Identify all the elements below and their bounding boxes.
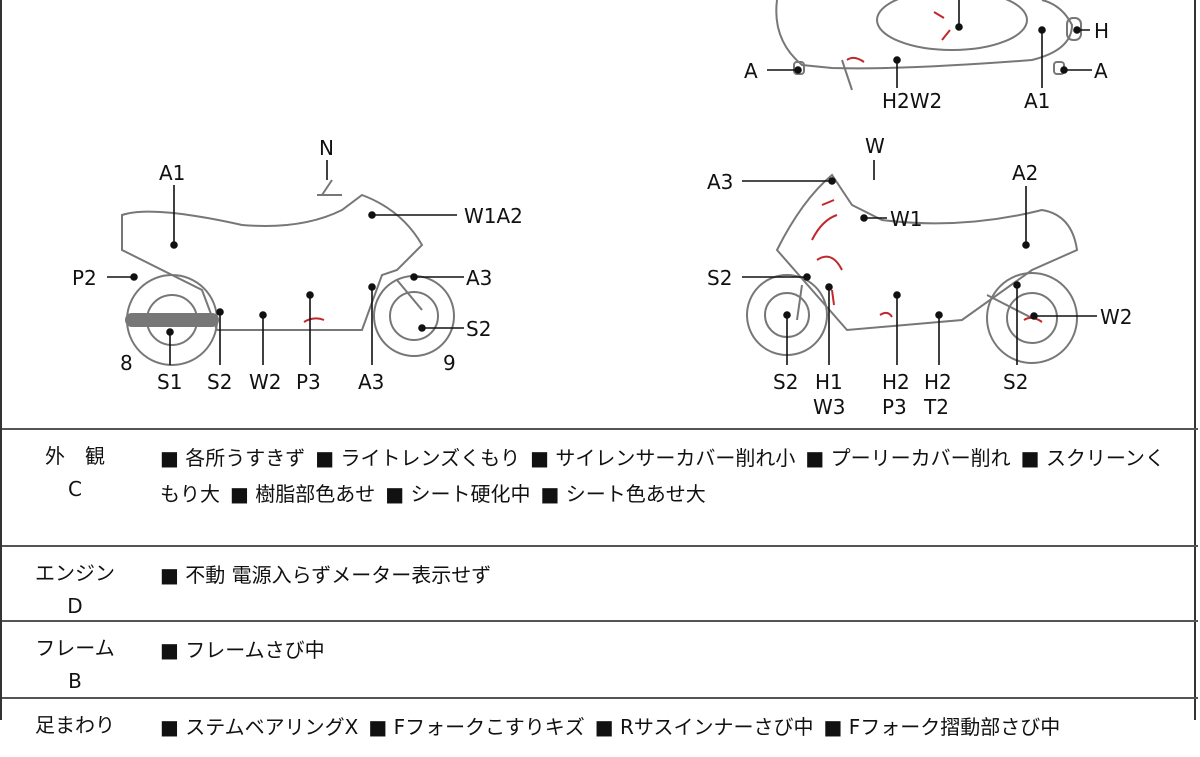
label-right-p3: P3 bbox=[882, 395, 907, 419]
label-left-a1: A1 bbox=[159, 161, 185, 185]
row-suspension: 足まわり ステムベアリングX Fフォークこすりキズ Rサスインナーさび中 Fフォーク摺… bbox=[2, 697, 1198, 757]
label-top-a1: A1 bbox=[1024, 89, 1050, 113]
label-right-w: W bbox=[865, 134, 885, 158]
row-items: 不動 電源入らずメーター表示せず bbox=[160, 557, 1178, 593]
row-items: フレームさび中 bbox=[160, 632, 1178, 668]
list-item: 不動 電源入らずメーター表示せず bbox=[160, 563, 491, 587]
label-left-s2: S2 bbox=[466, 317, 491, 341]
label-right-w2: W2 bbox=[1100, 305, 1133, 329]
row-exterior: 外 観 C 各所うすきずライトレンズくもりサイレンサーカバー削れ小プーリーカバー削… bbox=[2, 428, 1198, 545]
row-label: フレーム bbox=[35, 636, 115, 660]
label-right-s2: S2 bbox=[707, 266, 732, 290]
label-right-h2: H2 bbox=[882, 370, 910, 394]
list-item: ステムベアリングX bbox=[160, 715, 358, 739]
list-item: プーリーカバー削れ bbox=[805, 446, 1010, 470]
label-left-a3b: A3 bbox=[358, 370, 384, 394]
row-label: 足まわり bbox=[35, 713, 115, 737]
label-right-s2b: S2 bbox=[773, 370, 798, 394]
label-left-a3: A3 bbox=[466, 266, 492, 290]
list-item: フレームさび中 bbox=[160, 638, 325, 662]
label-right-a3: A3 bbox=[707, 170, 733, 194]
row-grade: C bbox=[68, 477, 82, 501]
label-right-h1: H1 bbox=[815, 370, 843, 394]
list-item: シート硬化中 bbox=[385, 482, 530, 506]
label-top-a-right: A bbox=[1094, 59, 1108, 83]
label-left-8: 8 bbox=[120, 351, 133, 375]
label-right-w1: W1 bbox=[890, 207, 923, 231]
label-right-a2: A2 bbox=[1012, 161, 1038, 185]
row-label: 外 観 bbox=[45, 444, 105, 468]
label-right-h2b: H2 bbox=[924, 370, 952, 394]
label-left-s2b: S2 bbox=[207, 370, 232, 394]
row-engine: エンジン D 不動 電源入らずメーター表示せず bbox=[2, 545, 1198, 620]
label-top-a-left: A bbox=[744, 59, 758, 83]
inspection-sheet: A H A H2W2 A1 A1 N W1A2 P2 A3 S2 8 9 S1 … bbox=[0, 0, 1198, 739]
label-top-h: H bbox=[1094, 19, 1109, 43]
list-item: ライトレンズくもり bbox=[315, 446, 520, 470]
label-left-p2: P2 bbox=[72, 266, 97, 290]
list-item: Fフォーク摺動部さび中 bbox=[824, 715, 1061, 739]
list-item: シート色あせ大 bbox=[541, 482, 706, 506]
row-grade: D bbox=[67, 594, 83, 618]
top-view-drawing bbox=[775, 0, 1082, 91]
row-items: 各所うすきずライトレンズくもりサイレンサーカバー削れ小プーリーカバー削れスクリー… bbox=[160, 440, 1178, 512]
label-left-9: 9 bbox=[443, 351, 456, 375]
list-item: 樹脂部色あせ bbox=[230, 482, 375, 506]
vehicle-diagram: A H A H2W2 A1 A1 N W1A2 P2 A3 S2 8 9 S1 … bbox=[72, 0, 1133, 419]
label-right-s2c: S2 bbox=[1003, 370, 1028, 394]
list-item: サイレンサーカバー削れ小 bbox=[530, 446, 795, 470]
row-grade: B bbox=[68, 669, 82, 693]
label-right-w3: W3 bbox=[813, 395, 846, 419]
list-item: Rサスインナーさび中 bbox=[595, 715, 814, 739]
left-side-drawing bbox=[121, 179, 455, 366]
row-items: ステムベアリングX Fフォークこすりキズ Rサスインナーさび中 Fフォーク摺動部さび中 bbox=[160, 709, 1178, 745]
label-left-s1: S1 bbox=[157, 370, 182, 394]
label-left-n: N bbox=[319, 136, 334, 160]
label-left-w1a2: W1A2 bbox=[464, 204, 523, 228]
row-label: エンジン bbox=[35, 561, 115, 585]
label-left-p3: P3 bbox=[296, 370, 321, 394]
label-right-t2: T2 bbox=[923, 395, 949, 419]
label-top-h2w2: H2W2 bbox=[882, 89, 942, 113]
row-frame: フレーム B フレームさび中 bbox=[2, 620, 1198, 697]
right-side-drawing bbox=[746, 173, 1079, 364]
label-left-w2: W2 bbox=[249, 370, 282, 394]
list-item: Fフォークこすりキズ bbox=[368, 715, 584, 739]
leader-dots bbox=[130, 23, 1081, 336]
list-item: 各所うすきず bbox=[160, 446, 305, 470]
